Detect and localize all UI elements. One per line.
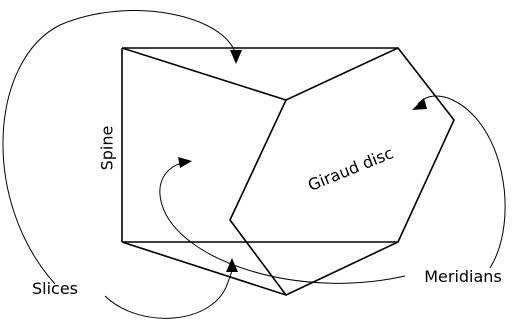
giraud-disc-label: Giraud disc xyxy=(305,143,396,194)
rectangle-region xyxy=(121,47,398,296)
meridians-label: Meridians xyxy=(424,267,502,286)
meridians-arrowhead-left xyxy=(178,157,192,168)
giraud-disc-hexagon xyxy=(229,47,455,296)
lower-diagonal-edge xyxy=(121,241,287,296)
meridians-curve-left xyxy=(159,161,406,284)
slices-arrowhead-top xyxy=(230,50,242,64)
meridians-arrowhead-right xyxy=(412,98,427,110)
slices-curve-top xyxy=(2,10,237,285)
slices-arrowhead-bottom xyxy=(226,258,238,272)
meridians-curve-right xyxy=(417,95,506,269)
slices-label: Slices xyxy=(32,279,78,298)
slices-curve-bottom xyxy=(104,261,233,319)
spine-label: Spine xyxy=(98,126,117,171)
upper-diagonal-edge xyxy=(121,47,287,101)
